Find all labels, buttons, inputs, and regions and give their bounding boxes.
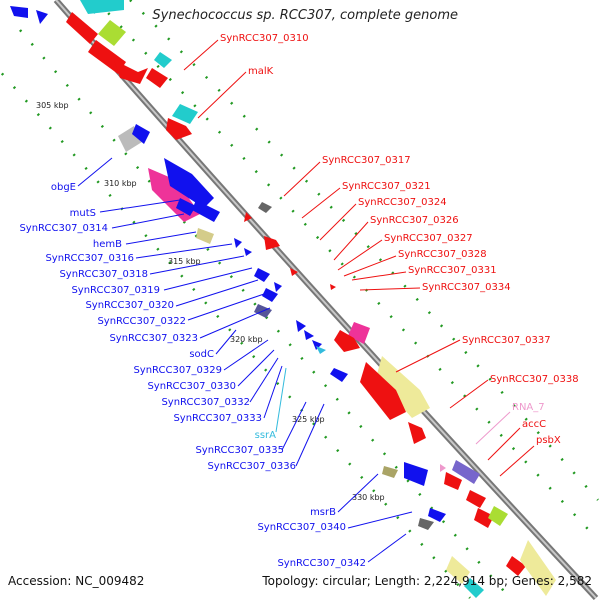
- gene-label: ssrA: [255, 430, 277, 441]
- left-labels: obgE mutS SynRCC307_0314 hemB SynRCC307_…: [19, 182, 366, 569]
- gene-label: SynRCC307_0342: [277, 558, 366, 569]
- gene-label: hemB: [93, 239, 122, 250]
- gene-label: mutS: [70, 208, 96, 219]
- gene-label: SynRCC307_0334: [422, 282, 511, 293]
- gene-label: RNA_7: [512, 402, 545, 413]
- kbp-mark: 325 kbp: [292, 415, 325, 424]
- gene-label: SynRCC307_0323: [109, 333, 198, 344]
- kbp-mark: 330 kbp: [352, 493, 385, 502]
- backbone: [53, 0, 599, 600]
- gene-label: SynRCC307_0316: [45, 253, 134, 264]
- gene-label: malK: [248, 66, 274, 77]
- gene-label: SynRCC307_0338: [490, 374, 579, 385]
- gene-label: SynRCC307_0340: [257, 522, 346, 533]
- gene-label: SynRCC307_0329: [133, 365, 222, 376]
- gene-label: SynRCC307_0327: [384, 233, 473, 244]
- gene-label: SynRCC307_0320: [85, 300, 174, 311]
- gene-label: SynRCC307_0322: [97, 316, 186, 327]
- left-leaders: [77, 157, 413, 563]
- gene-label: SynRCC307_0321: [342, 181, 431, 192]
- gene-label: SynRCC307_0332: [161, 397, 250, 408]
- reverse-features: [10, 6, 446, 530]
- kbp-mark: 310 kbp: [104, 179, 137, 188]
- gene-label: SynRCC307_0326: [370, 215, 459, 226]
- kbp-marks: 305 kbp 310 kbp 315 kbp 320 kbp 325 kbp …: [36, 101, 385, 502]
- gene-label: SynRCC307_0335: [195, 445, 284, 456]
- gene-label: obgE: [51, 182, 76, 193]
- map-title: Synechococcus sp. RCC307, complete genom…: [152, 8, 458, 23]
- accession-text: Accession: NC_009482: [8, 574, 145, 588]
- gene-label: SynRCC307_0310: [220, 33, 309, 44]
- gene-label: SynRCC307_0336: [207, 461, 296, 472]
- gene-label: SynRCC307_0330: [147, 381, 236, 392]
- gene-label: SynRCC307_0324: [358, 197, 447, 208]
- gene-label: SynRCC307_0328: [398, 249, 487, 260]
- topology-text: Topology: circular; Length: 2,224,914 bp…: [262, 574, 592, 588]
- gene-label: msrB: [310, 507, 336, 518]
- kbp-mark: 305 kbp: [36, 101, 69, 110]
- gene-label: sodC: [189, 349, 214, 360]
- gene-label: SynRCC307_0318: [59, 269, 148, 280]
- forward-features: [66, 0, 556, 598]
- gene-label: SynRCC307_0314: [19, 223, 108, 234]
- gene-label: SynRCC307_0317: [322, 155, 411, 166]
- kbp-mark: 315 kbp: [168, 257, 201, 266]
- right-labels: SynRCC307_0310 malK SynRCC307_0317 SynRC…: [220, 33, 579, 446]
- gene-label: SynRCC307_0319: [71, 285, 160, 296]
- kbp-mark: 320 kbp: [230, 335, 263, 344]
- right-leaders: [183, 39, 535, 477]
- gene-label: psbX: [536, 435, 561, 446]
- gene-label: SynRCC307_0331: [408, 265, 497, 276]
- gene-label: accC: [522, 419, 546, 430]
- gene-label: SynRCC307_0333: [173, 413, 262, 424]
- gene-label: SynRCC307_0337: [462, 335, 551, 346]
